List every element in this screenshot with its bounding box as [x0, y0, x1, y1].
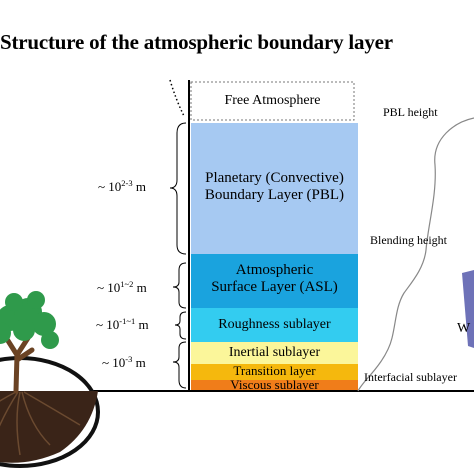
asl-label-line1: Atmospheric	[235, 262, 314, 278]
scale-exponent: 1~2	[120, 279, 134, 289]
pbl-label: Planetary (Convective) Boundary Layer (P…	[191, 170, 358, 205]
scale-exponent: -3	[125, 354, 133, 364]
diagram-title: Structure of the atmospheric boundary la…	[0, 30, 393, 54]
inertial-layer-box	[191, 342, 358, 364]
transition-layer-box	[191, 364, 358, 380]
brace-asl	[172, 262, 187, 309]
tree-illustration	[0, 291, 100, 468]
asl-label-line2: Surface Layer (ASL)	[211, 279, 338, 296]
transition-label: Transition layer	[233, 363, 316, 378]
roughness-label: Roughness sublayer	[218, 317, 331, 332]
dotted-arc	[169, 79, 185, 117]
scale-label-inertial: ~ 10-3 m	[102, 354, 146, 371]
brace-inertial	[172, 341, 187, 389]
scale-unit: m	[135, 355, 146, 370]
wind-profile-curve	[357, 117, 474, 392]
asl-layer-box	[191, 254, 358, 308]
scale-prefix: ~ 10	[96, 317, 120, 332]
blending-height-label: Blending height	[370, 233, 447, 247]
scale-unit: m	[135, 179, 147, 194]
scale-label-asl: ~ 101~2 m	[97, 279, 147, 296]
brace-pbl	[169, 122, 187, 255]
pbl-label-line1: Planetary (Convective)	[205, 170, 344, 186]
scale-prefix: ~ 10	[102, 355, 126, 370]
brace-roughness	[174, 311, 187, 340]
scale-exponent: 2-3	[121, 178, 133, 188]
scale-label-roughness: ~ 10-1~1 m	[96, 316, 149, 333]
scale-exponent: -1~1	[119, 316, 136, 326]
scale-unit: m	[138, 317, 149, 332]
roughness-layer-box	[191, 308, 358, 342]
inertial-label: Inertial sublayer	[228, 345, 321, 360]
pbl-layer-box	[191, 123, 358, 254]
free-atmosphere-box	[190, 81, 355, 121]
scale-prefix: ~ 10	[98, 179, 122, 194]
pbl-height-label: PBL height	[383, 105, 438, 119]
partial-shape	[462, 270, 474, 348]
scale-prefix: ~ 10	[97, 280, 121, 295]
scale-label-pbl: ~ 102-3 m	[98, 178, 146, 195]
partial-label: W	[457, 321, 471, 336]
free-atmosphere-label: Free Atmosphere	[224, 93, 321, 108]
asl-label: Atmospheric Surface Layer (ASL)	[191, 262, 358, 297]
pbl-label-line2: Boundary Layer (PBL)	[204, 187, 345, 204]
viscous-layer-box	[191, 380, 358, 390]
viscous-label: Viscous sublayer	[230, 377, 319, 392]
interfacial-sublayer-label: Interfacial sublayer	[364, 370, 457, 384]
scale-unit: m	[136, 280, 147, 295]
